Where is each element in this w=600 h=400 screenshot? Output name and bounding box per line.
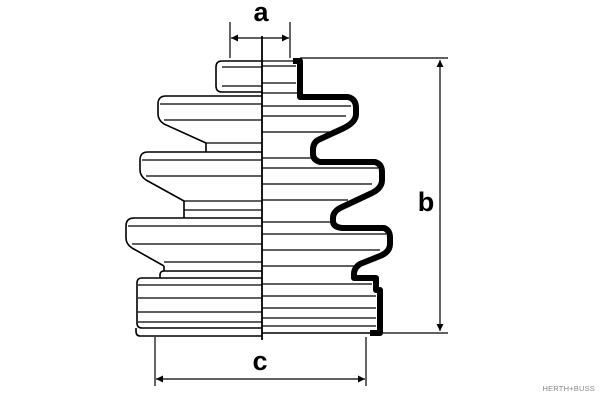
- brand-mark: HERTH+BUSS: [542, 384, 595, 393]
- dimension-b: [300, 57, 448, 334]
- boot-left-ridges: [128, 66, 262, 323]
- dimension-c: [154, 337, 367, 386]
- dimension-label-a: a: [253, 0, 269, 27]
- boot-right-section: [262, 58, 393, 336]
- boot-right-inner-lines: [262, 60, 386, 327]
- dimension-label-b: b: [418, 187, 435, 217]
- boot-left-outline: [125, 60, 262, 337]
- dimension-label-c: c: [252, 346, 267, 376]
- dimension-a: [229, 22, 291, 58]
